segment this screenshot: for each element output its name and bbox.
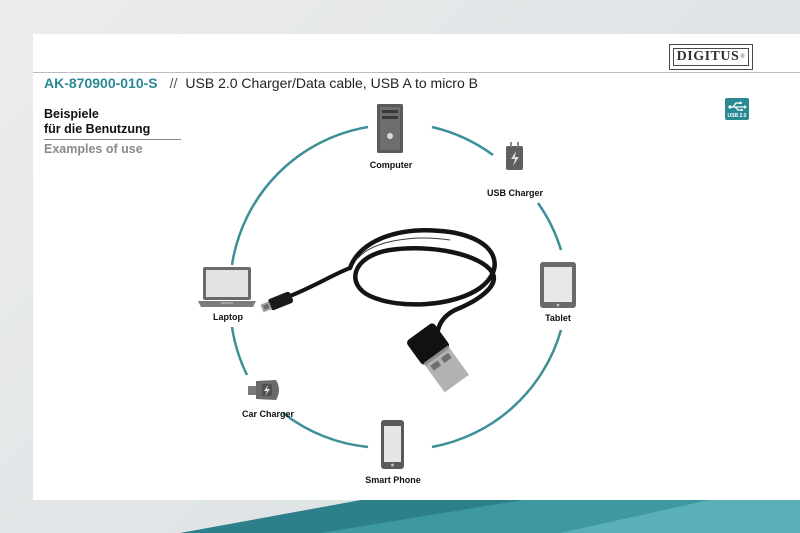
section-title-de: Beispiele für die Benutzung: [44, 107, 150, 137]
usb-badge: USB 2.0: [725, 98, 749, 120]
label-laptop: Laptop: [213, 312, 243, 322]
section-title-de-line1: Beispiele: [44, 107, 99, 121]
page-title: AK-870900-010-S // USB 2.0 Charger/Data ca…: [44, 75, 478, 91]
label-usb-charger: USB Charger: [486, 188, 544, 198]
brand-logo: DIGITUS®: [669, 44, 753, 70]
registered-mark: ®: [740, 54, 746, 60]
brand-logo-text: DIGITUS: [676, 49, 740, 64]
title-separator: //: [169, 75, 178, 91]
section-title-de-line2: für die Benutzung: [44, 122, 151, 136]
label-computer: Computer: [369, 160, 413, 170]
product-code: AK-870900-010-S: [44, 75, 158, 91]
section-title-en: Examples of use: [44, 142, 143, 156]
usb-badge-label: USB 2.0: [727, 113, 747, 119]
connection-ring: [230, 125, 563, 449]
computer-icon: [377, 104, 403, 153]
usb-icon: [728, 101, 747, 112]
usb-cable-image: [260, 228, 497, 393]
tablet-icon: [540, 262, 576, 308]
content-card: [33, 34, 800, 500]
laptop-icon: [198, 267, 256, 307]
usb-charger-icon: [506, 142, 523, 170]
car-charger-icon: [248, 380, 279, 400]
product-description: USB 2.0 Charger/Data cable, USB A to mic…: [185, 75, 478, 91]
label-tablet: Tablet: [545, 313, 571, 323]
section-divider: [44, 139, 181, 140]
label-car-charger: Car Charger: [241, 409, 295, 419]
smartphone-icon: [381, 420, 404, 469]
header-divider: [33, 72, 800, 73]
label-smart-phone: Smart Phone: [365, 475, 421, 485]
